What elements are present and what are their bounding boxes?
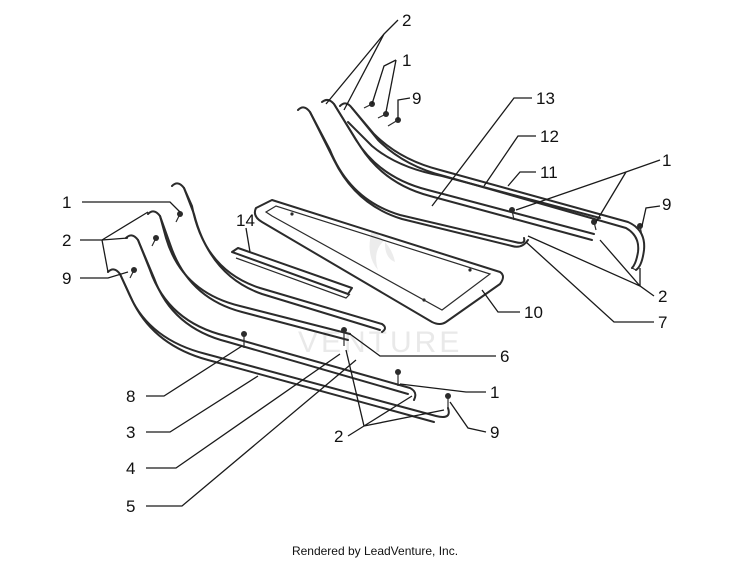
rail-left-top[interactable] — [171, 182, 386, 333]
screw-icon[interactable] — [445, 393, 451, 408]
callout-8[interactable]: 8 — [126, 387, 135, 406]
rail-left-bottom[interactable] — [107, 268, 450, 423]
rail-right-outer[interactable] — [297, 106, 529, 248]
callout-1-bottom[interactable]: 1 — [490, 383, 499, 402]
callout-9-right[interactable]: 9 — [662, 195, 671, 214]
floor-panel[interactable] — [253, 199, 504, 325]
rail-right-inner[interactable] — [339, 102, 646, 271]
screw-icon[interactable] — [151, 235, 159, 247]
callout-2-left[interactable]: 2 — [62, 231, 71, 250]
screw-icon[interactable] — [509, 207, 515, 221]
callout-2-bottom[interactable]: 2 — [334, 427, 343, 446]
screw-icon[interactable] — [175, 211, 183, 223]
rail-left-lower[interactable] — [125, 234, 417, 401]
callout-5[interactable]: 5 — [126, 497, 135, 516]
screw-icon[interactable] — [637, 223, 643, 237]
callout-10[interactable]: 10 — [524, 303, 543, 322]
callout-14[interactable]: 14 — [236, 211, 255, 230]
trim-strip[interactable] — [231, 247, 353, 299]
callout-11[interactable]: 11 — [540, 163, 558, 182]
screw-icon[interactable] — [363, 101, 375, 109]
rail-right-top[interactable] — [347, 121, 601, 219]
screw-icon[interactable] — [129, 267, 137, 279]
callout-12[interactable]: 12 — [540, 127, 559, 146]
leader-lines — [80, 19, 661, 507]
callout-9-left[interactable]: 9 — [62, 269, 71, 288]
rail-right-middle[interactable] — [321, 98, 595, 241]
callout-7[interactable]: 7 — [658, 313, 667, 332]
screw-icon[interactable] — [591, 219, 597, 231]
callout-2-right[interactable]: 2 — [658, 287, 667, 306]
screw-icon[interactable] — [377, 111, 389, 119]
callout-6[interactable]: 6 — [500, 347, 509, 366]
callout-1-right[interactable]: 1 — [662, 151, 671, 170]
callout-9-top[interactable]: 9 — [412, 89, 421, 108]
screw-icon[interactable] — [395, 369, 401, 386]
watermark-logo: VENTURE — [298, 230, 462, 359]
callout-4[interactable]: 4 — [126, 459, 135, 478]
render-credit-footer: Rendered by LeadVenture, Inc. — [291, 544, 459, 558]
watermark-text: VENTURE — [298, 326, 462, 359]
screw-icon[interactable] — [241, 331, 247, 348]
rail-left-upper[interactable] — [147, 210, 351, 341]
callout-1-left[interactable]: 1 — [62, 193, 71, 212]
callout-13[interactable]: 13 — [536, 89, 555, 108]
screw-icon[interactable] — [387, 117, 401, 127]
callout-9-bottom[interactable]: 9 — [490, 423, 499, 442]
screw-icon[interactable] — [341, 327, 347, 346]
callout-2-top[interactable]: 2 — [402, 11, 411, 30]
callout-3[interactable]: 3 — [126, 423, 135, 442]
callout-1-top[interactable]: 1 — [402, 51, 411, 70]
